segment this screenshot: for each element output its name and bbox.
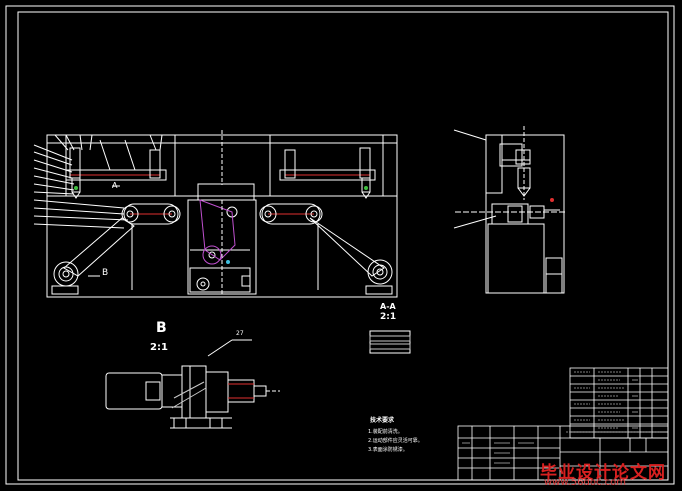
view-b-label: B — [102, 268, 109, 278]
notes-title: 技术要求 — [370, 417, 395, 424]
note-2: 2.运动部件应灵活可靠。 — [368, 438, 423, 444]
title-block — [457, 425, 669, 481]
section-aa-scale: 2:1 — [380, 312, 397, 322]
callout-27: 27 — [236, 330, 244, 337]
main-view — [33, 130, 398, 298]
section-aa — [369, 330, 411, 354]
outer-frame — [5, 5, 675, 485]
note-3: 3.表面涂防锈漆。 — [368, 447, 408, 453]
side-view — [453, 126, 565, 294]
inner-frame — [17, 11, 669, 481]
note-1: 1.装配前清洗。 — [368, 429, 403, 435]
section-aa-title: A-A — [380, 302, 396, 311]
machine-outline — [46, 134, 398, 298]
view-a-label: A — [112, 181, 118, 190]
parts-list-table — [569, 367, 669, 439]
watermark-brand: 毕业设计论文网 — [540, 463, 666, 483]
detail-b-letter: B — [156, 320, 167, 336]
watermark: 毕业设计论文网 www.56doc.com — [540, 458, 666, 488]
right-belt — [261, 203, 321, 225]
detail-b-scale: 2:1 — [150, 342, 168, 353]
detail-b — [105, 339, 280, 429]
watermark-url: www.56doc.com — [544, 477, 627, 488]
